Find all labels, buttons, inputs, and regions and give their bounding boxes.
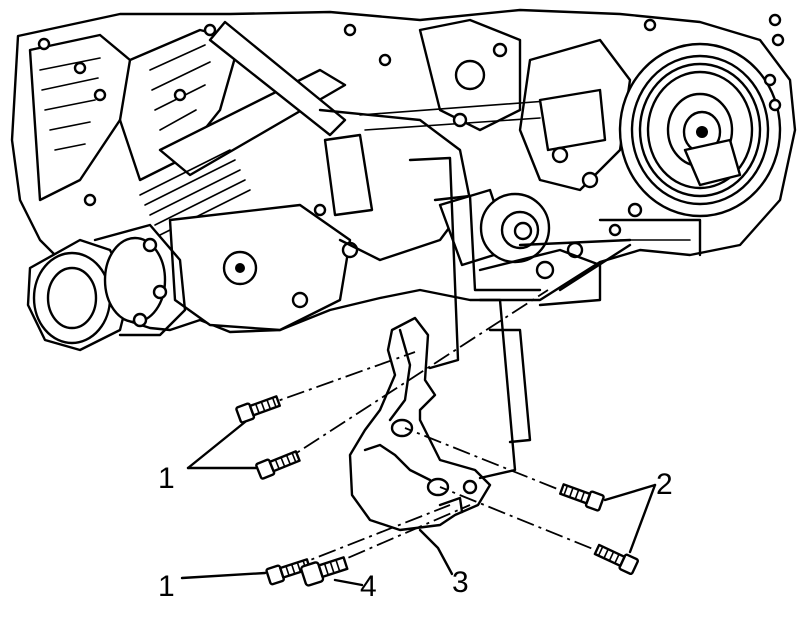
engine-bolts	[37, 13, 785, 237]
bolt-1-upper-b	[255, 450, 301, 480]
starter-motor	[438, 188, 551, 267]
bolt-2-lower	[593, 543, 639, 576]
bolt-4	[300, 556, 349, 587]
output-flange	[26, 223, 187, 352]
alignment-lines	[257, 156, 632, 571]
crankshaft-pulley	[618, 42, 782, 218]
callout-2: 2	[656, 468, 673, 501]
callout-labels: 1 2 1 4 3	[158, 462, 673, 603]
callout-3: 3	[452, 566, 469, 599]
callout-1-upper: 1	[158, 462, 175, 495]
bolt-2-upper	[559, 483, 605, 512]
engine-assembly	[10, 8, 797, 352]
callout-4: 4	[360, 570, 377, 603]
leader-lines	[180, 420, 657, 587]
bracket-part-3	[348, 316, 492, 532]
callout-1-lower: 1	[158, 570, 175, 603]
bolt-1-upper-a	[235, 395, 281, 424]
